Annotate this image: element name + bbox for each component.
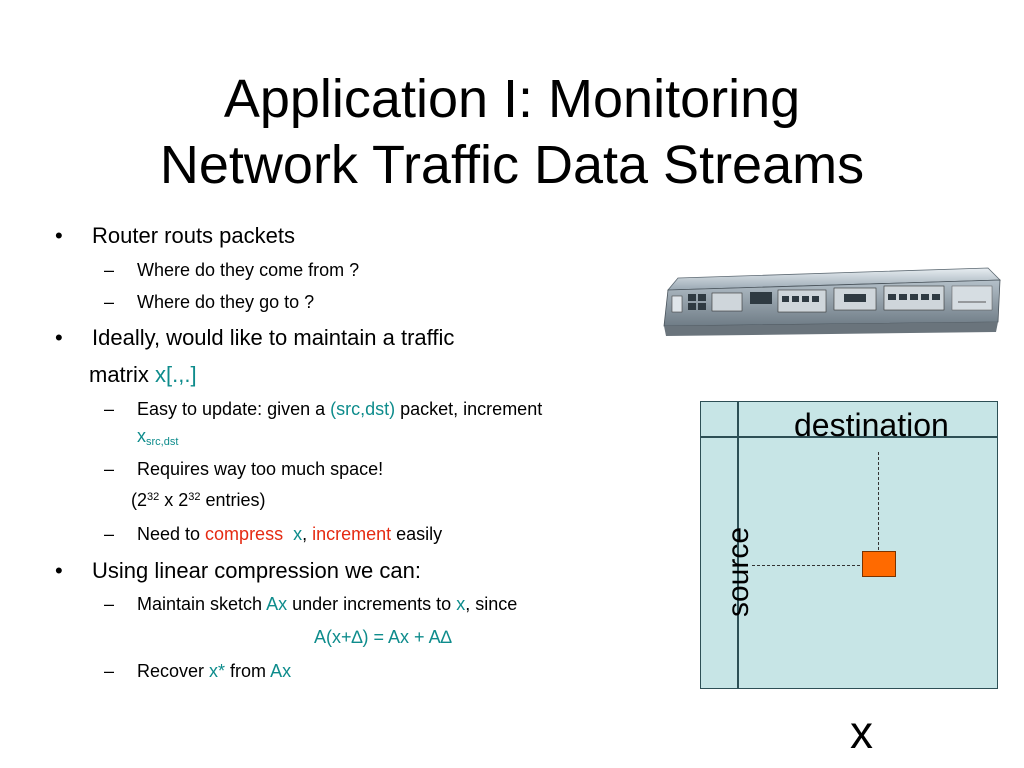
bullet-router-routs-packets: Router routs packets [92,223,295,248]
bullet-marker: • [55,223,63,248]
title-line-2: Network Traffic Data Streams [159,135,865,195]
text: (2 [131,490,148,510]
dash-marker: – [104,459,115,479]
increment-word: increment [312,524,392,544]
bullet-linear-compression: Using linear compression we can: [92,558,421,583]
ax-var: Ax [266,594,288,614]
src-dst-subscript: src,dst [146,436,179,448]
sub-need-to-compress: Need to compress x, increment easily [137,524,442,545]
dash-marker: – [104,661,115,681]
x-star-var: x* [209,661,226,681]
text: Need to [137,524,206,544]
dash-marker: – [104,399,115,419]
source-label: source [722,526,755,617]
text: Recover [137,661,210,681]
text: entries) [200,490,266,510]
matrix-divider-vertical [737,402,739,688]
matrix-variable: x[.,.] [155,362,197,387]
sub-entries-count: (232 x 232 entries) [131,490,266,511]
dash-marker: – [104,594,115,614]
sub-easy-to-update: Easy to update: given a (src,dst) packet… [137,399,542,420]
source-dashed-line [752,565,860,566]
x-var: x [293,524,303,544]
router-image [663,267,1001,336]
bullet-marker: • [55,325,63,350]
linearity-formula: A(x+∆) = Ax + A∆ [314,627,452,647]
text: packet, increment [395,399,543,419]
dash-marker: – [104,260,115,280]
sub-where-from: Where do they come from ? [137,260,360,280]
dash-marker: – [104,524,115,544]
bullet-traffic-matrix-cont: matrix x[.,.] [89,362,197,388]
text: under increments to [287,594,457,614]
exponent: 32 [147,491,160,503]
text: , since [465,594,518,614]
sub-where-to: Where do they go to ? [137,292,315,312]
compress-word: compress [205,524,284,544]
x-var: x [456,594,466,614]
src-dst-var: (src,dst) [330,399,396,419]
title-line-1: Application I: Monitoring [223,69,801,129]
matrix-divider-horizontal [701,436,997,438]
slide-title: Application I: Monitoring Network Traffi… [0,66,1024,198]
text: Maintain sketch [137,594,267,614]
destination-dashed-line [878,452,879,550]
bullet-traffic-matrix: Ideally, would like to maintain a traffi… [92,325,455,350]
bullet-marker: • [55,558,63,583]
matrix-cell-highlight [862,551,896,577]
dash-marker: – [104,292,115,312]
sub-recover: Recover x* from Ax [137,661,291,682]
text: , [302,524,313,544]
exponent: 32 [188,491,201,503]
ax-var: Ax [270,661,292,681]
sub-requires-space: Requires way too much space! [137,459,384,479]
text: from [225,661,271,681]
text: x 2 [159,490,189,510]
x-src-dst-term: xsrc,dst [137,426,178,448]
text: Easy to update: given a [137,399,331,419]
sub-maintain-sketch: Maintain sketch Ax under increments to x… [137,594,517,615]
text: easily [391,524,443,544]
x-var: x [137,426,146,446]
matrix-word: matrix [89,362,155,387]
traffic-matrix [700,401,998,689]
destination-label: destination [794,407,949,443]
matrix-variable-label: x [850,706,873,758]
